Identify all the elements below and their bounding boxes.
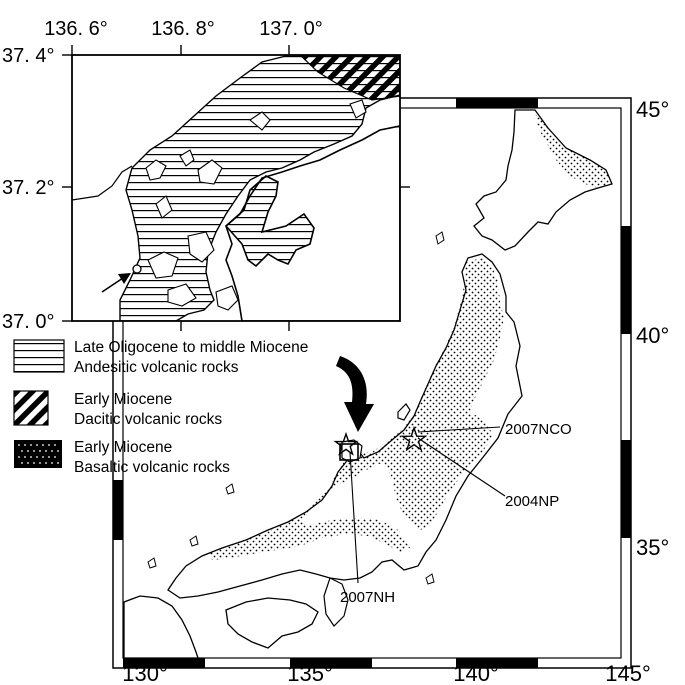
svg-text:37. 4°: 37. 4°: [2, 45, 54, 67]
legend: Late Oligocene to middle Miocene Andesit…: [13, 339, 308, 476]
svg-text:135°: 135°: [287, 661, 333, 685]
svg-text:130°: 130°: [122, 661, 168, 685]
legend-swatch-horizontal-lines: [13, 339, 65, 373]
inset-coast-detail: [224, 175, 315, 268]
inset-area-box: [339, 443, 359, 461]
svg-text:Early Miocene: Early Miocene: [74, 439, 172, 456]
svg-text:Dacitic volcanic rocks: Dacitic volcanic rocks: [74, 411, 222, 428]
site-label-2007nh: 2007NH: [340, 589, 395, 606]
site-star-2007nh: [333, 431, 359, 456]
svg-text:45°: 45°: [636, 97, 669, 122]
inset-west-coast: [72, 165, 133, 201]
svg-text:136. 8°: 136. 8°: [151, 18, 215, 40]
inset-site-arrow: [101, 273, 131, 293]
legend-swatch-diagonal-stripes: [13, 390, 49, 426]
hokkaido-basalt-area: [535, 110, 612, 188]
inset-white-patches: [145, 99, 367, 311]
main-lon-labels: 130° 135° 140° 145°: [122, 661, 651, 685]
inset-bay: [225, 125, 400, 321]
svg-text:35°: 35°: [636, 535, 669, 560]
shikoku-outline: [225, 597, 319, 649]
main-lat-labels: 45° 40° 35°: [636, 97, 669, 560]
svg-text:37. 0°: 37. 0°: [2, 311, 54, 333]
site-star-2007nco: [400, 425, 428, 452]
inset-site-marker: [132, 264, 142, 274]
svg-text:37. 2°: 37. 2°: [2, 177, 54, 199]
site-markers: [333, 425, 428, 461]
svg-text:136. 6°: 136. 6°: [44, 18, 108, 40]
svg-text:145°: 145°: [605, 661, 651, 685]
map-border-scale: [113, 98, 631, 668]
site-leader-lines: [349, 426, 506, 584]
svg-text:Late Oligocene to middle Mioce: Late Oligocene to middle Miocene: [74, 339, 308, 356]
inset-dacitic-area: [299, 55, 400, 101]
svg-text:140°: 140°: [453, 661, 499, 685]
legend-item-dacitic: Early Miocene Dacitic volcanic rocks: [13, 390, 222, 428]
kyushu-outline: [123, 595, 199, 659]
site-label-2007nco: 2007NCO: [505, 421, 572, 438]
honshu-basalt-area: [210, 258, 504, 560]
kii-peninsula: [323, 577, 349, 627]
svg-text:Andesitic volcanic rocks: Andesitic volcanic rocks: [74, 359, 239, 376]
svg-text:Early Miocene: Early Miocene: [74, 391, 172, 408]
main-map: 2007NCO 2004NP 2007NH: [112, 97, 632, 669]
inset-map: [62, 45, 410, 331]
legend-item-andesitic: Late Oligocene to middle Miocene Andesit…: [13, 339, 308, 376]
inset-lat-labels: 37. 4° 37. 2° 37. 0°: [2, 45, 54, 333]
inset-ticks: [62, 45, 410, 331]
inset-lon-labels: 136. 6° 136. 8° 137. 0°: [44, 18, 323, 40]
inset-pointer-arrow: [336, 356, 374, 432]
svg-text:Basaltic volcanic rocks: Basaltic volcanic rocks: [74, 459, 230, 476]
site-label-2004np: 2004NP: [505, 493, 559, 510]
sado-island: [397, 403, 411, 421]
legend-item-basaltic: Early Miocene Basaltic volcanic rocks: [14, 439, 230, 476]
legend-dots-overlay: [18, 444, 59, 464]
svg-text:40°: 40°: [636, 323, 669, 348]
svg-text:137. 0°: 137. 0°: [259, 18, 323, 40]
small-islands: [147, 231, 445, 585]
